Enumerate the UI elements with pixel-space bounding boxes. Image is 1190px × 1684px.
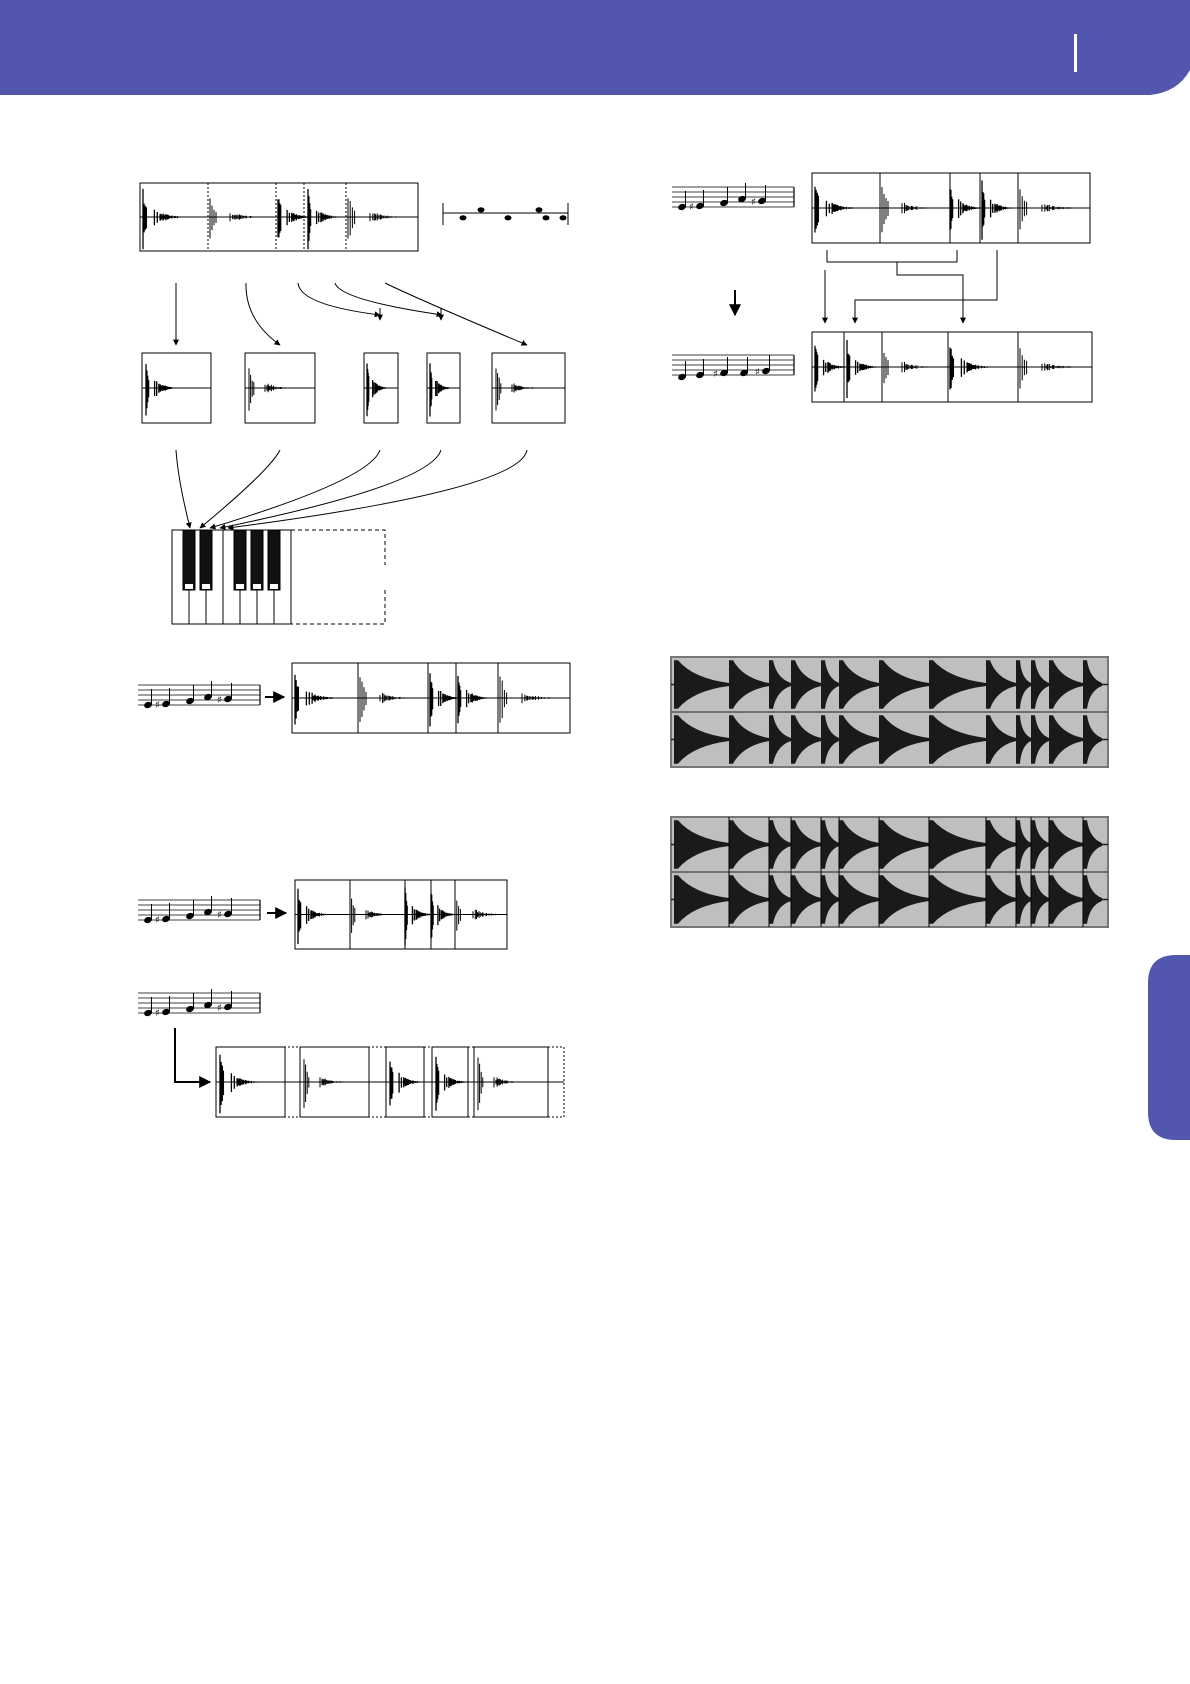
sharp-sign: ♯ [713,369,718,380]
black-key-highlight [185,584,193,589]
black-key-highlight [253,584,261,589]
rhythm-note [536,207,543,212]
flow-arrow [200,450,280,528]
sharp-sign: ♯ [155,1008,160,1019]
flow-arrow [175,1028,210,1082]
rhythm-note [560,215,567,220]
black-key-highlight [202,584,210,589]
black-key [234,530,246,590]
sharp-sign: ♯ [217,695,222,706]
reorder-connector [855,250,997,323]
sharp-sign: ♯ [689,202,694,213]
rhythm-note [460,215,467,220]
reorder-connector [897,262,963,323]
rhythm-note [543,215,550,220]
sharp-sign: ♯ [217,1003,222,1014]
flow-arrow [246,283,280,345]
black-key [200,530,212,590]
figure-waveform-unsliced [671,657,1108,767]
black-key [183,530,195,590]
figure-slice-to-keyboard [140,183,568,624]
sharp-sign: ♯ [155,700,160,711]
sharp-sign: ♯ [155,915,160,926]
black-key [251,530,263,590]
black-key-highlight [270,584,278,589]
flow-arrow [220,450,441,528]
figure-waveform-sliced [671,817,1108,927]
black-key [268,530,280,590]
reorder-connector [827,250,957,262]
figure-reorder: ♯ ♯ ♯ ♯ [672,173,1092,402]
keyboard-continuation [291,530,385,624]
figure-tempo-expanded: ♯♯ [138,989,564,1117]
rhythm-note [505,215,512,220]
sharp-sign: ♯ [751,197,756,208]
flow-arrow [176,450,190,528]
figure-sequence-to-audio: ♯♯ [138,663,570,733]
sharp-sign: ♯ [755,367,760,378]
figure-tempo-compressed: ♯♯ [138,880,507,949]
rhythm-note [478,207,485,212]
flow-arrow [385,283,527,345]
black-key-highlight [236,584,244,589]
sharp-sign: ♯ [217,910,222,921]
flow-arrow [210,450,380,528]
